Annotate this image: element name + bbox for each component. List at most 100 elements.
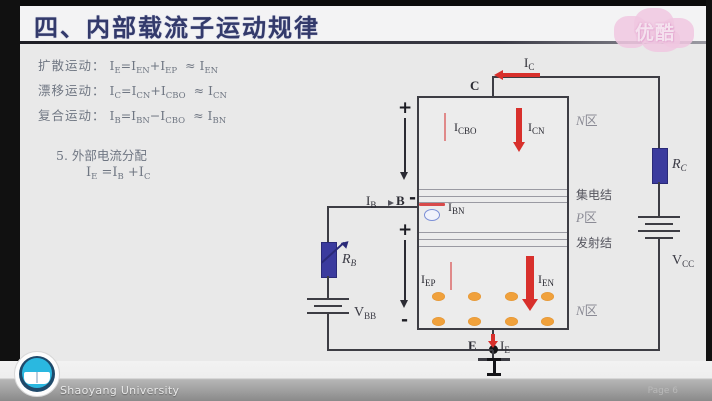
ien-subscript: EN bbox=[542, 278, 554, 288]
formula-label-diffusion: 扩散运动： bbox=[38, 58, 106, 73]
ib-subscript: B bbox=[370, 200, 377, 210]
icn-label: ICN bbox=[528, 120, 545, 136]
bottom-return-wire-left bbox=[327, 349, 493, 351]
battery-vbb-label: VBB bbox=[354, 305, 377, 321]
region-label-collector-junction: 集电结 bbox=[576, 188, 613, 202]
collector-junction-line bbox=[419, 202, 567, 203]
region-n-italic: N bbox=[576, 113, 585, 128]
rb-subscript: B bbox=[350, 258, 357, 268]
region-label-n-bottom: N区 bbox=[576, 300, 598, 319]
watermark-text: 优酷 bbox=[634, 22, 675, 44]
region-label-emitter-junction: 发射结 bbox=[576, 236, 613, 250]
region-n-bot-italic: N bbox=[576, 303, 585, 318]
left-letterbox-bar bbox=[0, 0, 20, 401]
transistor-structure-box bbox=[417, 96, 569, 330]
vbb-subscript: BB bbox=[364, 311, 377, 321]
collector-junction-line bbox=[419, 196, 567, 197]
ic-arrow-head bbox=[494, 70, 503, 80]
region-n-suffix: 区 bbox=[584, 113, 598, 128]
collector-top-wire bbox=[492, 76, 660, 78]
slide-footer bbox=[0, 361, 712, 401]
logo-book-spine bbox=[36, 372, 38, 383]
carrier-dot bbox=[468, 292, 481, 301]
battery-vbb-long-plate bbox=[307, 298, 349, 300]
resistor-rc bbox=[652, 148, 668, 184]
iep-label: IEP bbox=[421, 272, 436, 288]
page-number: Page 6 bbox=[647, 386, 678, 396]
battery-vcc-long-plate-2 bbox=[638, 230, 680, 232]
region-label-p-mid: P区 bbox=[576, 207, 597, 226]
right-letterbox-bar bbox=[706, 0, 712, 401]
be-field-arrow-shaft bbox=[404, 240, 406, 302]
emitter-junction-line bbox=[419, 246, 567, 247]
carrier-dot bbox=[541, 292, 554, 301]
formula-label-drift: 漂移运动： bbox=[38, 83, 106, 98]
iep-subscript: EP bbox=[425, 278, 436, 288]
icbo-minority-tick bbox=[444, 113, 446, 141]
left-branch-wire-mid bbox=[327, 276, 329, 298]
formula-expression-recombination: IB=IBN−ICBO ≈ IBN bbox=[109, 108, 227, 126]
cursor-stem bbox=[493, 358, 496, 376]
battery-vbb-short-plate bbox=[314, 305, 342, 307]
youku-watermark: 优酷 bbox=[612, 8, 698, 52]
section-5-title: 5. 外部电流分配 bbox=[56, 148, 147, 163]
rc-subscript: C bbox=[680, 163, 687, 173]
battery-vcc-short-plate bbox=[645, 223, 673, 225]
ground-stem bbox=[492, 350, 494, 358]
icbo-label: ICBO bbox=[454, 120, 477, 136]
be-field-arrow-head bbox=[400, 300, 408, 308]
carrier-dot bbox=[432, 292, 445, 301]
region-p-italic: P bbox=[576, 210, 584, 225]
region-n-bot-suffix: 区 bbox=[584, 303, 598, 318]
resistor-rc-label: RC bbox=[672, 157, 687, 173]
title-underline-rule bbox=[20, 41, 706, 44]
formula-row-drift: 漂移运动： IC=ICN+ICBO ≈ ICN bbox=[38, 81, 308, 106]
ie-subscript: E bbox=[504, 345, 510, 355]
region-p-suffix: 区 bbox=[583, 210, 597, 225]
left-branch-wire-top bbox=[327, 206, 329, 246]
text-cursor-icon bbox=[487, 358, 501, 376]
right-branch-wire-top bbox=[658, 76, 660, 156]
resistor-rb-label: RB bbox=[342, 252, 357, 268]
ie-arrow-head bbox=[488, 341, 498, 348]
carrier-dot bbox=[468, 317, 481, 326]
title-background bbox=[20, 6, 706, 42]
cb-field-arrow-shaft bbox=[404, 118, 406, 174]
ie-arrow-shaft bbox=[491, 334, 495, 342]
cursor-bottom-bar bbox=[487, 373, 501, 376]
base-minus-sign: - bbox=[409, 188, 417, 208]
be-minus-sign: - bbox=[401, 310, 409, 330]
emitter-terminal-label: E bbox=[468, 338, 477, 354]
battery-vcc-long-plate bbox=[638, 216, 680, 218]
emitter-junction-line bbox=[419, 239, 567, 240]
ien-arrow-head bbox=[522, 299, 538, 311]
region-label-n-top: N区 bbox=[576, 110, 598, 129]
formula-expression-drift: IC=ICN+ICBO ≈ ICN bbox=[109, 83, 227, 101]
ib-arrow-head bbox=[388, 200, 394, 206]
emitter-terminal-letter: E bbox=[468, 338, 477, 353]
ie-label: IE bbox=[500, 338, 510, 355]
collector-terminal-label: C bbox=[470, 78, 479, 94]
formula-row-diffusion: 扩散运动： IE=IEN+IEP ≈ IEN bbox=[38, 56, 308, 81]
ien-label: IEN bbox=[538, 272, 554, 288]
carrier-dot bbox=[541, 317, 554, 326]
ibn-label: IBN bbox=[448, 200, 465, 216]
base-lead-wire bbox=[327, 206, 417, 208]
vcc-subscript: CC bbox=[682, 259, 695, 269]
formula-label-recombination: 复合运动： bbox=[38, 108, 106, 123]
battery-vcc-label: VCC bbox=[672, 253, 695, 269]
be-plus-sign: + bbox=[398, 220, 413, 240]
watermark-blob bbox=[642, 28, 680, 52]
collector-lead-vertical bbox=[492, 76, 494, 98]
iep-minority-tick bbox=[450, 262, 452, 290]
section-5-equation: IE =IB +IC bbox=[86, 165, 151, 182]
university-logo bbox=[14, 351, 60, 397]
top-letterbox-bar bbox=[0, 0, 712, 6]
footer-gray-band bbox=[0, 380, 712, 401]
ib-label: IB bbox=[366, 193, 377, 210]
icbo-subscript: CBO bbox=[458, 126, 477, 136]
base-terminal-letter: B bbox=[396, 193, 405, 208]
formula-expression-diffusion: IE=IEN+IEP ≈ IEN bbox=[109, 58, 219, 76]
